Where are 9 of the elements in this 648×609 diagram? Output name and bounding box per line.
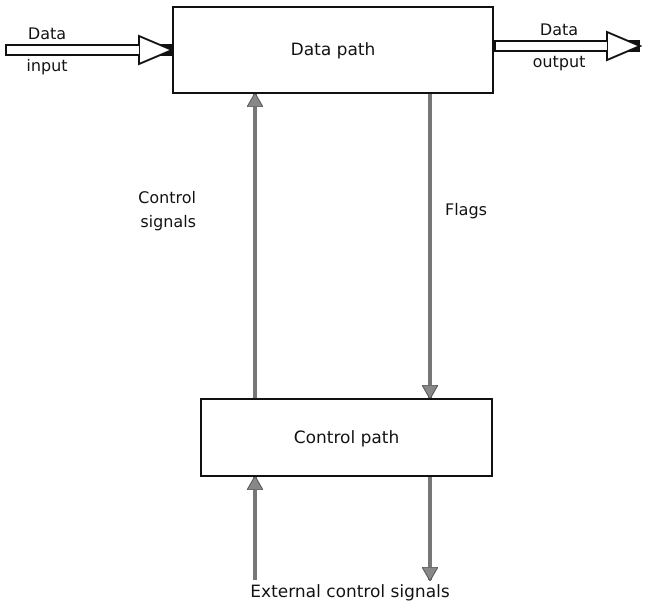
process-box <box>172 6 494 94</box>
edge-label: Data input <box>25 23 69 77</box>
edge-label: Data output <box>532 19 586 73</box>
signal-label: External control signals <box>250 582 450 602</box>
box-label: Control path <box>294 428 400 448</box>
box-label: Data path <box>290 40 376 60</box>
edge-label: Control signals <box>137 187 196 233</box>
edge-label: Flags <box>445 199 488 221</box>
process-box <box>200 398 493 477</box>
